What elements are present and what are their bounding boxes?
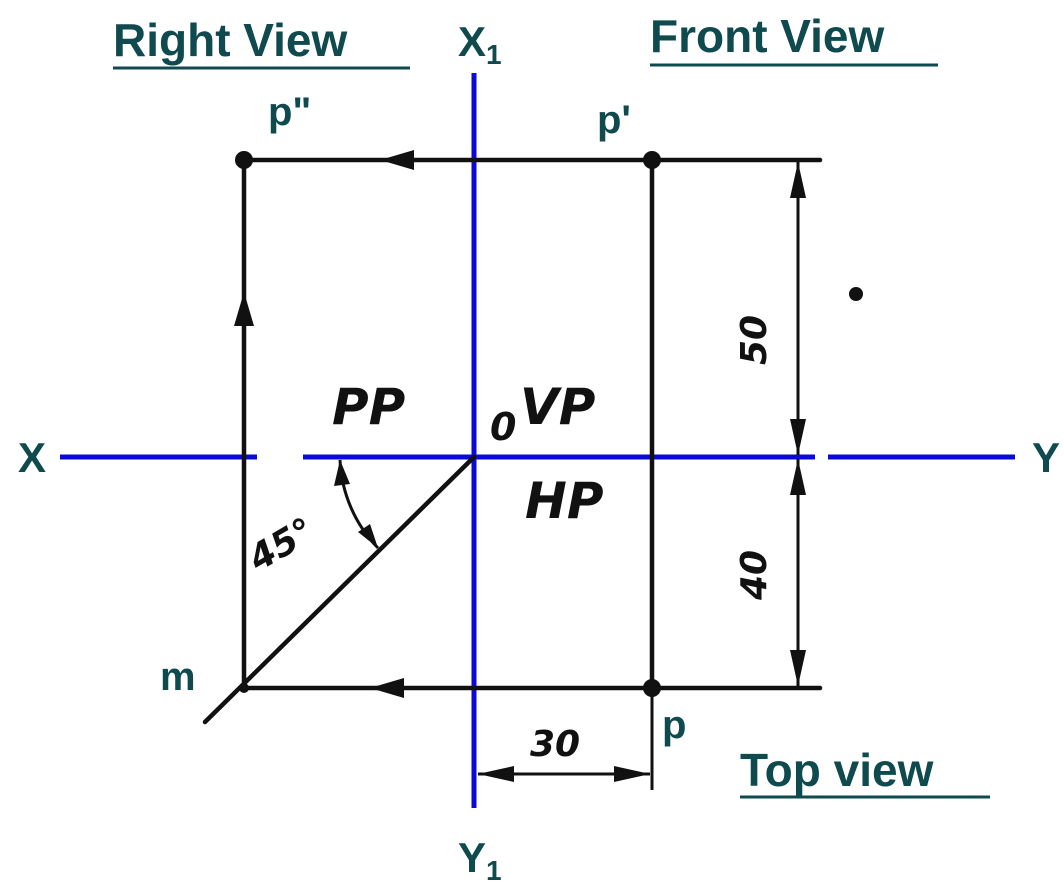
m-label: m xyxy=(160,655,196,699)
p-double-prime-label: p" xyxy=(268,90,311,134)
vertical-plane-label: VP xyxy=(520,378,595,436)
angle-45-arrow-top xyxy=(334,460,350,486)
p-double-prime-point xyxy=(235,151,253,169)
p-prime-point xyxy=(643,151,661,169)
miter-line-45 xyxy=(202,454,477,725)
dimension-40-arrow-top xyxy=(790,459,806,495)
dimension-30-label: 30 xyxy=(530,724,580,765)
x1-axis-label: X1 xyxy=(458,18,502,70)
front-view-title: Front View xyxy=(650,10,885,62)
x-axis-label: X xyxy=(18,434,46,481)
y-axis-label: Y xyxy=(1032,434,1060,481)
m-point xyxy=(239,683,249,693)
dimension-50-label: 50 xyxy=(734,315,775,365)
arrow-left-bottom xyxy=(370,678,404,698)
y1-axis-label: Y1 xyxy=(458,834,502,886)
top-view-title: Top view xyxy=(740,744,934,796)
right-view-title: Right View xyxy=(113,14,348,66)
arrow-up-left xyxy=(234,292,254,326)
angle-45-label: 45° xyxy=(241,510,321,580)
origin-label: 0 xyxy=(490,405,516,449)
dimension-50-arrow-bottom xyxy=(790,419,806,455)
p-prime-label: p' xyxy=(597,98,631,142)
profile-plane-label: PP xyxy=(332,378,405,436)
dimension-40-label: 40 xyxy=(734,550,775,601)
dimension-50-arrow-top xyxy=(790,162,806,198)
dimension-40-arrow-bottom xyxy=(790,650,806,686)
dimension-30-arrow-left xyxy=(478,766,514,782)
p-point xyxy=(643,679,661,697)
angle-45-arrow-bottom xyxy=(358,524,378,548)
stray-ink-dot xyxy=(849,287,863,301)
p-label: p xyxy=(662,703,686,747)
dimension-30-arrow-right xyxy=(614,766,650,782)
horizontal-plane-label: HP xyxy=(525,472,604,530)
arrow-left-top xyxy=(380,150,414,170)
